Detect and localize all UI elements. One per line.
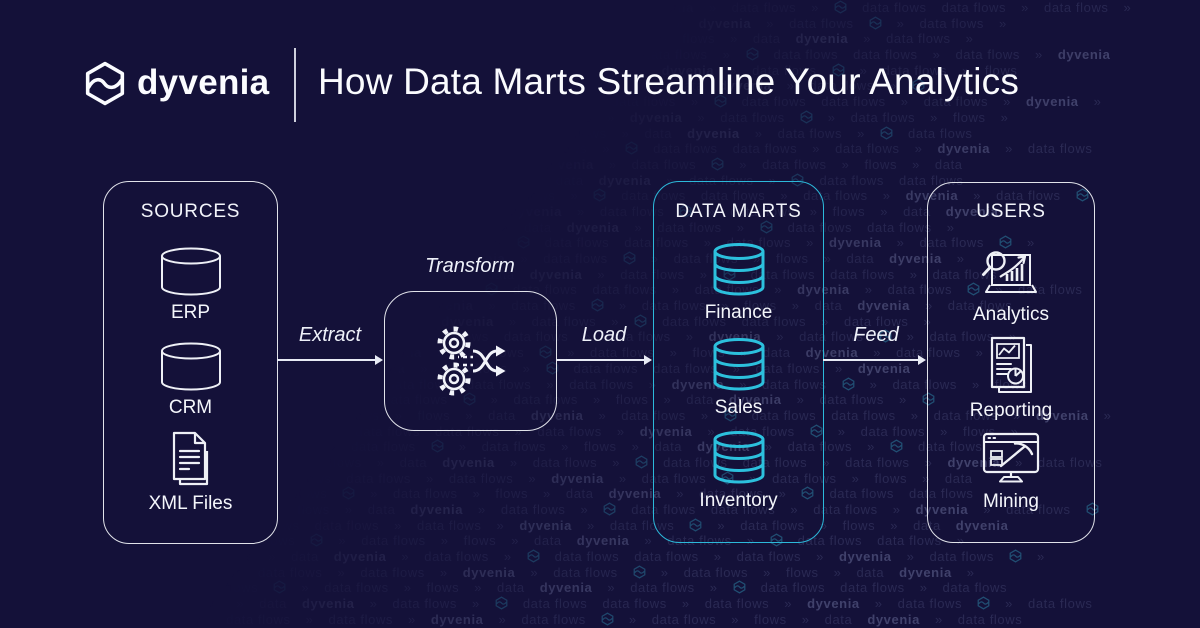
- database-stack-icon: [654, 242, 823, 297]
- load-arrow: [556, 355, 652, 364]
- monitor-pickaxe-icon: [928, 431, 1094, 485]
- documents-icon: [104, 431, 277, 487]
- header-divider: [294, 48, 296, 122]
- dyvenia-logo-icon: [84, 60, 126, 106]
- flow-label-feed: Feed: [853, 324, 899, 346]
- item-label: Mining: [983, 491, 1039, 512]
- chart-magnifier-icon: [928, 243, 1094, 299]
- data-marts-title: DATA MARTS: [675, 201, 802, 222]
- transform-box: [384, 291, 557, 431]
- data-marts-box: DATA MARTS Finance: [653, 181, 824, 543]
- item-label: Inventory: [699, 490, 778, 511]
- item-label: CRM: [168, 397, 213, 418]
- report-document-icon: [928, 336, 1094, 394]
- database-cylinder-icon: [104, 246, 277, 298]
- extract-arrow: [277, 355, 383, 364]
- database-cylinder-icon: [104, 341, 277, 393]
- item-label: Finance: [704, 302, 773, 323]
- list-item-xml-files: XML Files: [104, 431, 277, 515]
- list-item-sales: Sales: [654, 337, 823, 419]
- users-box: USERS Analyti: [927, 182, 1095, 543]
- users-title: USERS: [976, 201, 1046, 222]
- item-label: ERP: [170, 302, 211, 323]
- database-stack-icon: [654, 337, 823, 392]
- sources-title: SOURCES: [140, 201, 241, 222]
- flow-label-load: Load: [581, 324, 627, 346]
- list-item-crm: CRM: [104, 341, 277, 419]
- item-label: Sales: [714, 397, 763, 418]
- page-title: How Data Marts Streamline Your Analytics: [318, 61, 1020, 102]
- feed-arrow: [823, 355, 926, 364]
- list-item-analytics: Analytics: [928, 243, 1094, 326]
- list-item-finance: Finance: [654, 242, 823, 324]
- brand-name: dyvenia: [137, 63, 270, 102]
- item-label: Analytics: [972, 304, 1050, 325]
- database-stack-icon: [654, 430, 823, 485]
- flow-label-extract: Extract: [298, 324, 362, 346]
- flow-label-transform: Transform: [425, 255, 515, 277]
- list-item-inventory: Inventory: [654, 430, 823, 512]
- list-item-mining: Mining: [928, 431, 1094, 513]
- item-label: XML Files: [148, 493, 233, 514]
- list-item-reporting: Reporting: [928, 336, 1094, 422]
- gears-shuffle-icon: [427, 319, 515, 403]
- sources-box: SOURCES ERP CRM: [103, 181, 278, 544]
- list-item-erp: ERP: [104, 246, 277, 324]
- item-label: Reporting: [969, 400, 1053, 421]
